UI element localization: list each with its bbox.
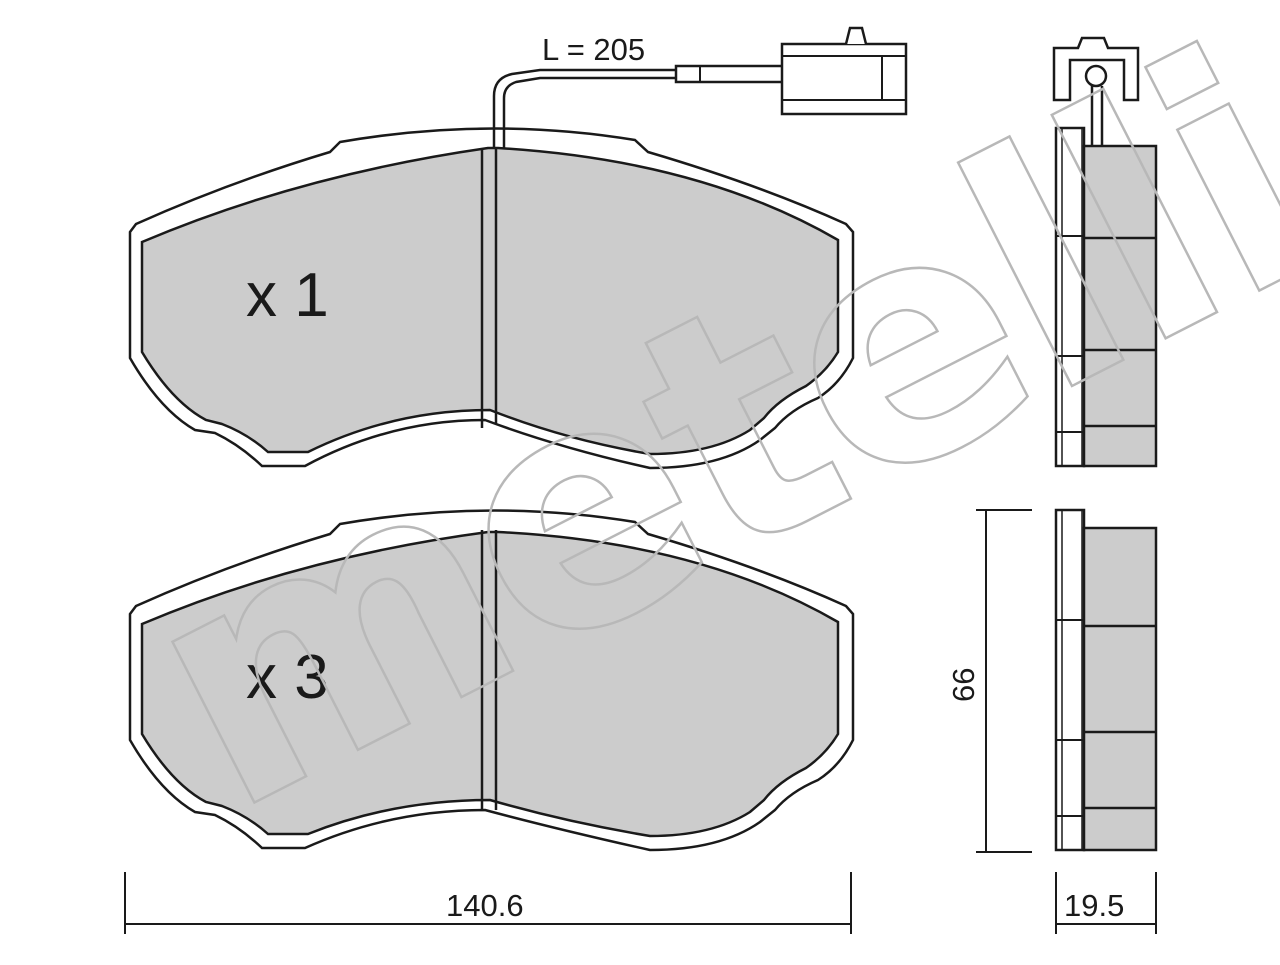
side-view-with-sensor xyxy=(1052,36,1158,468)
brake-pad: x 3 xyxy=(128,509,855,852)
backing-plate-outline xyxy=(128,509,855,852)
side-friction-material xyxy=(1082,144,1158,468)
friction-material xyxy=(140,146,840,456)
cable-length-label: L = 205 xyxy=(542,32,645,67)
side-view xyxy=(1054,508,1158,852)
width-dimension-label: 140.6 xyxy=(446,888,524,923)
thickness-dimension-label: 19.5 xyxy=(1064,888,1124,923)
sensor-clip xyxy=(1052,36,1140,102)
height-dimension-label: 66 xyxy=(946,668,981,702)
thickness-dimension: 19.5 xyxy=(1055,872,1157,934)
height-dimension: 66 xyxy=(946,509,1032,853)
backing-plate-outline xyxy=(128,127,855,470)
pad-quantity-label: x 3 xyxy=(246,643,329,712)
sensor-cable-sleeve xyxy=(674,64,788,84)
width-dimension: 140.6 xyxy=(124,872,852,934)
sensor-connector xyxy=(780,42,908,116)
cable-label-backdrop xyxy=(540,30,668,66)
friction-material xyxy=(140,530,840,838)
brake-pad-with-sensor: x 1 L = 205 xyxy=(128,26,908,470)
pad-quantity-label: x 1 xyxy=(246,261,329,330)
wear-sensor xyxy=(492,26,908,148)
side-friction-material xyxy=(1082,526,1158,852)
side-backing-plate xyxy=(1054,508,1086,852)
